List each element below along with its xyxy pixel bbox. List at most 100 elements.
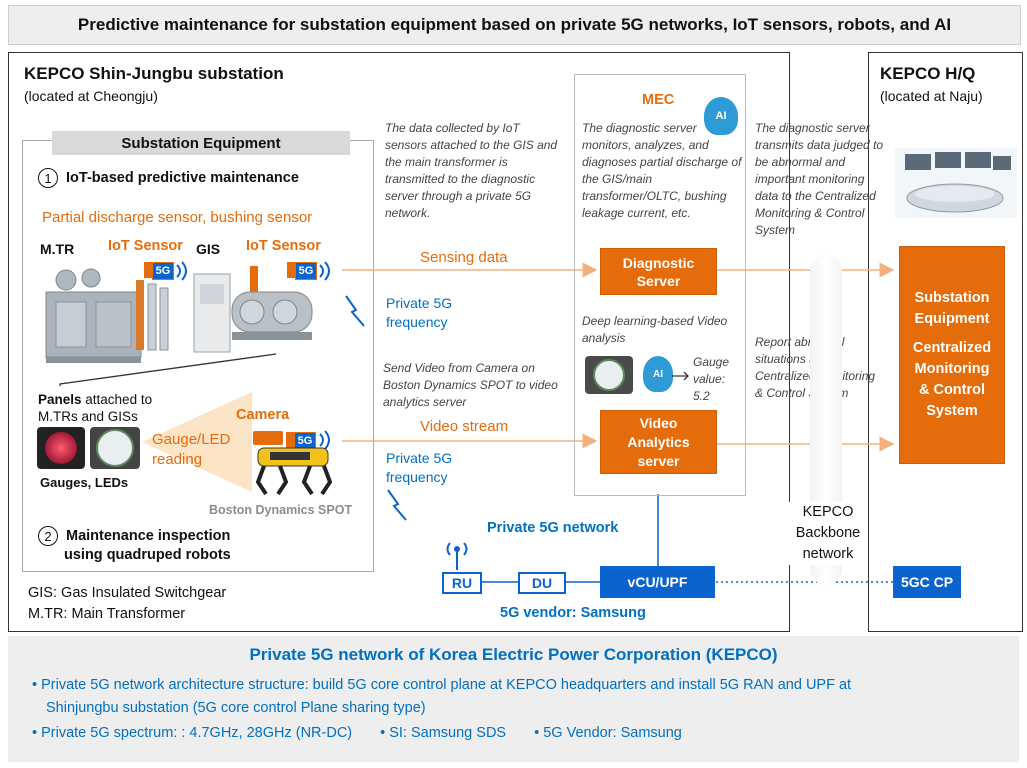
gauge-value: Gauge value: 5.2 (693, 354, 729, 405)
hq-box-line1: Substation (914, 290, 990, 306)
core-cp-box: 5GC CP (893, 566, 961, 598)
mec-frame (574, 74, 746, 496)
legend-mtr: M.TR: Main Transformer (28, 606, 186, 622)
5g-tag-3: 5G (294, 432, 316, 450)
robot-label: Boston Dynamics SPOT (209, 503, 353, 517)
private-net-label: Private 5G network (487, 520, 619, 536)
ai-badge-text: AI (715, 110, 727, 122)
video-line2: Analytics (627, 433, 690, 450)
lightning-icon-1 (345, 295, 365, 327)
ai-head-icon-2: AI (643, 356, 673, 392)
backbone-2: Backbone (795, 525, 861, 541)
item2: 2 Maintenance inspection using quadruped… (38, 526, 231, 565)
summary-bullet-1: • Private 5G network architecture struct… (32, 674, 851, 720)
vcu-upf-box: vCU/UPF (600, 566, 715, 598)
item1-label: IoT-based predictive maintenance (66, 170, 299, 186)
gis-illustration (193, 266, 313, 353)
summary-bullet-3: • SI: Samsung SDS (380, 725, 507, 741)
summary-bullet-2-text: Private 5G spectrum: : 4.7GHz, 28GHz (NR… (41, 725, 353, 741)
mec-note: The diagnostic server monitors, analyzes… (582, 121, 742, 220)
sensor-2-block (287, 262, 295, 278)
gauge-value-1: Gauge (693, 355, 730, 369)
hq-box-line3: Centralized (912, 340, 992, 356)
diagnostic-server: Diagnostic Server (600, 248, 717, 295)
ai-head-icon: AI (704, 97, 738, 135)
page-title: Predictive maintenance for substation eq… (8, 5, 1021, 45)
5g-tag-1: 5G (152, 262, 174, 280)
sensing-data-label: Sensing data (420, 249, 508, 266)
hq-box-line4: Monitoring (914, 361, 990, 377)
hq-box-line6: System (926, 403, 978, 419)
panels-rest-1: attached to (81, 392, 153, 407)
diag-line2: Server (636, 272, 681, 289)
gauges-label: Gauges, LEDs (40, 475, 129, 490)
hq-location: (located at Naju) (880, 88, 983, 104)
mec-title: MEC (642, 92, 675, 108)
legend-gis: GIS: Gas Insulated Switchgear (28, 585, 227, 601)
mtr-illustration (45, 268, 169, 363)
signal-icon-3 (319, 430, 330, 450)
dial-gauge-face (96, 429, 134, 467)
led-gauge-photo (37, 427, 85, 469)
sensors-label: Partial discharge sensor, bushing sensor (42, 209, 313, 226)
backbone-label: KEPCO Backbone network (788, 502, 868, 565)
gauge-reading-label: Gauge/LED reading (152, 430, 230, 470)
backbone-3: network (802, 546, 854, 562)
private5g-1b: frequency (386, 314, 448, 330)
iot-sensor-2-label: IoT Sensor (246, 238, 321, 254)
camera-view-cone (142, 392, 252, 492)
dl-note: Deep learning-based Video analysis (582, 314, 728, 345)
gauge-value-3: 5.2 (693, 389, 710, 403)
led-gauge-face (45, 432, 77, 464)
central-monitoring-system: Substation Equipment Centralized Monitor… (899, 246, 1005, 464)
camera-sensor-block (286, 432, 294, 448)
5g-tag-2: 5G (295, 262, 317, 280)
equipment-header: Substation Equipment (52, 131, 350, 155)
gauge-thumbnail-face (593, 359, 625, 391)
iot-sensor-1-label: IoT Sensor (108, 238, 183, 254)
summary-bullet-1-line1: • Private 5G network architecture struct… (32, 677, 852, 693)
summary-bullet-3-text: SI: Samsung SDS (389, 725, 507, 741)
panel-callout-line (59, 353, 277, 386)
du-box: DU (518, 572, 566, 594)
panels-label: Panels attached to M.TRs and GISs (38, 391, 152, 425)
private5g-2a: Private 5G (386, 450, 453, 466)
camera-icon (253, 431, 283, 445)
iot-note: The data collected by IoT sensors attach… (385, 121, 558, 220)
control-room-illustration (895, 148, 1017, 218)
gauge-value-2: value: (693, 372, 726, 386)
private5g-2b: frequency (386, 469, 448, 485)
substation-location: (located at Cheongju) (24, 88, 158, 104)
item2-line1: Maintenance inspection (66, 527, 231, 544)
dial-gauge-photo (90, 427, 140, 469)
video-analytics-server: Video Analytics server (600, 410, 717, 474)
diag-line1: Diagnostic (622, 254, 695, 271)
gauge-reading-2: reading (152, 451, 203, 468)
ru-box: RU (442, 572, 482, 594)
video-line3: server (637, 452, 680, 469)
gis-label: GIS (196, 241, 221, 257)
summary-bullet-1-line2: Shinjungbu substation (5G core control P… (46, 700, 426, 716)
gauge-value-arrow (672, 371, 689, 381)
summary-bullet-row-2: • Private 5G spectrum: : 4.7GHz, 28GHz (… (32, 725, 682, 741)
summary-heading: Private 5G network of Korea Electric Pow… (249, 645, 778, 664)
panels-bold: Panels (38, 392, 82, 407)
mtr-label: M.TR (40, 241, 75, 257)
hq-box-line2: Equipment (914, 311, 990, 327)
summary-bullet-1-text1: Private 5G network architecture structur… (41, 677, 852, 693)
item1: 1 IoT-based predictive maintenance (38, 168, 299, 188)
summary-panel (8, 636, 1019, 762)
item1-number: 1 (38, 168, 58, 188)
item2-row: 2 Maintenance inspection (38, 526, 231, 546)
vendor-label: 5G vendor: Samsung (500, 605, 646, 621)
gauge-reading-1: Gauge/LED (152, 431, 231, 448)
hq-box-line5: & Control (918, 382, 986, 398)
signal-icon-1 (176, 261, 187, 281)
legend: GIS: Gas Insulated Switchgear M.TR: Main… (28, 583, 226, 625)
private5g-freq-2: Private 5G frequency (386, 449, 452, 487)
summary-bullet-4: • 5G Vendor: Samsung (534, 725, 682, 741)
sensor-1-block (144, 262, 152, 278)
video-note: Send Video from Camera on Boston Dynamic… (383, 361, 558, 409)
backbone-1: KEPCO (802, 504, 854, 520)
signal-icon-2 (319, 261, 330, 281)
